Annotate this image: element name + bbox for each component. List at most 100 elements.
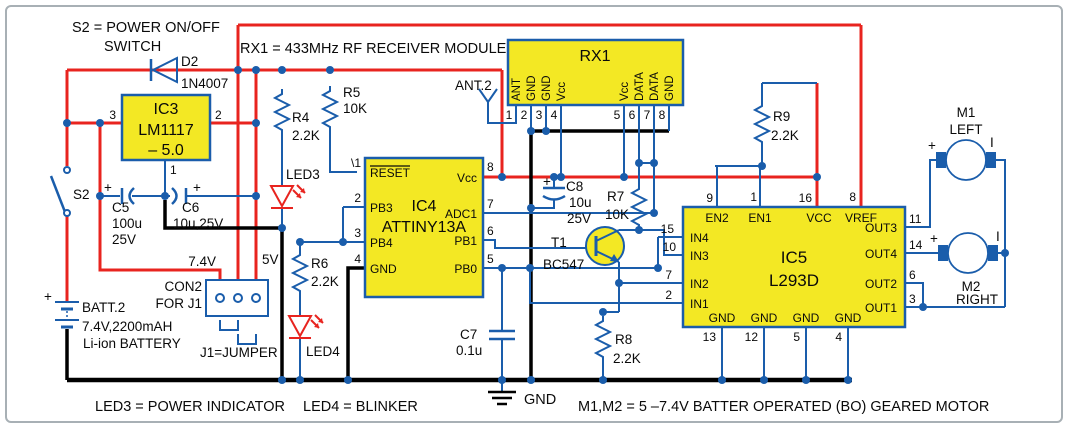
ic5-label-gnd5: GND bbox=[793, 311, 820, 325]
rx1-pin5: 5 bbox=[614, 108, 621, 122]
ic5-label-gnd4: GND bbox=[835, 311, 862, 325]
ic4-num-pb1: 6 bbox=[487, 224, 494, 238]
ant2-label: ANT.2 bbox=[455, 78, 492, 93]
ic3-part: LM1117 bbox=[138, 122, 194, 139]
ic4-label-pb1: PB1 bbox=[454, 234, 477, 248]
rx1-pin-stubs bbox=[515, 105, 670, 122]
ic5-num-out2: 6 bbox=[909, 268, 916, 282]
ic3-regulator-box bbox=[120, 93, 212, 162]
rx1-pin2: 2 bbox=[521, 108, 528, 122]
note-rx1: RX1 = 433MHz RF RECEIVER MODULE bbox=[240, 41, 507, 57]
resistor-r9 bbox=[752, 101, 772, 147]
battery-batt2 bbox=[55, 301, 79, 329]
ic5-num-gnd13: 13 bbox=[703, 330, 717, 344]
rx1-title: RX1 bbox=[579, 48, 610, 65]
ic5-label-in1: IN1 bbox=[690, 297, 709, 311]
j1-jumper-symbol bbox=[219, 320, 257, 345]
c6-value: 10u,25V bbox=[173, 216, 223, 231]
r9-name: R9 bbox=[773, 109, 790, 124]
d2-name: D2 bbox=[181, 54, 198, 69]
ic5-title: IC5 bbox=[781, 248, 807, 267]
c6-plus: + bbox=[193, 180, 201, 195]
r8-value: 2.2K bbox=[613, 351, 641, 366]
ic5-num-in4: 15 bbox=[661, 222, 675, 236]
transistor-t1 bbox=[585, 226, 625, 266]
ic4-num-pb0: 5 bbox=[487, 252, 494, 266]
c7-value: 0.1u bbox=[456, 343, 482, 358]
ic4-mcu-box bbox=[363, 156, 485, 299]
switch-s2 bbox=[49, 166, 71, 217]
ic5-num-gnd5: 5 bbox=[793, 330, 800, 344]
rx1-pin8: 8 bbox=[659, 108, 666, 122]
ic4-label-reset: RESET bbox=[370, 166, 411, 180]
ic5-label-in4: IN4 bbox=[690, 231, 709, 245]
ic5-num-in3: 10 bbox=[663, 240, 677, 254]
rx1-pin6: 6 bbox=[629, 108, 636, 122]
ic3-variant: – 5.0 bbox=[148, 142, 184, 159]
ic5-label-en2: EN2 bbox=[705, 211, 729, 225]
battery-type: Li-ion BATTERY bbox=[83, 336, 181, 351]
led4-symbol bbox=[287, 314, 324, 339]
ic5-num-out3: 11 bbox=[909, 212, 922, 226]
s2-label: S2 bbox=[73, 187, 90, 202]
con2-label2: FOR J1 bbox=[155, 296, 202, 311]
rx1-pinlabel-data6: DATA bbox=[634, 72, 646, 101]
ic5-label-out3: OUT3 bbox=[865, 221, 897, 235]
c6-name: C6 bbox=[182, 200, 199, 215]
capacitor-c7 bbox=[489, 329, 515, 341]
diode-d2 bbox=[149, 56, 178, 84]
r5-value: 10K bbox=[343, 101, 367, 116]
r8-name: R8 bbox=[615, 332, 632, 347]
ic4-num-pb4: 3 bbox=[354, 226, 361, 240]
ic5-driver-box bbox=[681, 205, 907, 329]
ic5-label-in3: IN3 bbox=[690, 249, 709, 263]
ic4-label-pb0: PB0 bbox=[454, 262, 477, 276]
r6-name: R6 bbox=[311, 256, 328, 271]
ic5-num-vcc: 16 bbox=[799, 191, 813, 205]
rx1-pinlabel-data7: DATA bbox=[649, 72, 661, 101]
ic5-num-in1: 2 bbox=[665, 288, 672, 302]
ic5-num-out4: 14 bbox=[909, 238, 923, 252]
m1-minus: I bbox=[990, 135, 994, 150]
capacitor-c5 bbox=[120, 187, 135, 205]
note-motors: M1,M2 = 5 –7.4V BATTER OPERATED (BO) GEA… bbox=[578, 399, 989, 415]
con2-connector bbox=[205, 279, 269, 317]
r7-value: 10K bbox=[605, 207, 629, 222]
m2-minus: I bbox=[996, 229, 1000, 244]
schematic-border bbox=[5, 5, 1063, 423]
rx1-pinlabel-gnd8: GND bbox=[664, 75, 676, 101]
rx1-pin3: 3 bbox=[536, 108, 543, 122]
ic4-label-gnd: GND bbox=[370, 262, 397, 276]
capacitor-c8 bbox=[542, 186, 566, 201]
motor-m1 bbox=[936, 139, 996, 181]
ic4-title: IC4 bbox=[412, 198, 437, 215]
ic4-label-pb4: PB4 bbox=[370, 236, 393, 250]
resistor-r6 bbox=[290, 250, 310, 296]
ic3-pin2: 2 bbox=[215, 108, 222, 122]
resistor-r7 bbox=[629, 184, 649, 230]
ic5-num-en1: 1 bbox=[750, 190, 757, 204]
ic4-part: ATTINY13A bbox=[382, 219, 467, 236]
r4-name: R4 bbox=[292, 110, 310, 125]
led3-label: LED3 bbox=[286, 167, 320, 182]
ic5-num-gnd12: 12 bbox=[745, 330, 759, 344]
ic5-label-en1: EN1 bbox=[748, 211, 772, 225]
ic5-label-out1: OUT1 bbox=[865, 301, 897, 315]
rx1-module-box bbox=[506, 38, 685, 107]
resistor-r5 bbox=[320, 86, 340, 132]
r4-value: 2.2K bbox=[292, 128, 320, 143]
battery-spec: 7.4V,2200mAH bbox=[82, 319, 172, 334]
rx1-pinlabel-gnd2: GND bbox=[526, 75, 538, 101]
ic5-num-en2: 9 bbox=[706, 191, 713, 205]
c8-name: C8 bbox=[566, 179, 583, 194]
motor-m2 bbox=[938, 232, 998, 274]
d2-value: 1N4007 bbox=[181, 76, 228, 91]
ic4-num-pb3: 2 bbox=[354, 191, 361, 205]
j1-jumper-label: J1=JUMPER bbox=[200, 345, 278, 360]
c5-value1: 100u bbox=[112, 216, 142, 231]
rx1-pinlabel-vcc4: Vcc bbox=[556, 82, 568, 101]
r5-name: R5 bbox=[343, 85, 360, 100]
r6-value: 2.2K bbox=[311, 274, 339, 289]
